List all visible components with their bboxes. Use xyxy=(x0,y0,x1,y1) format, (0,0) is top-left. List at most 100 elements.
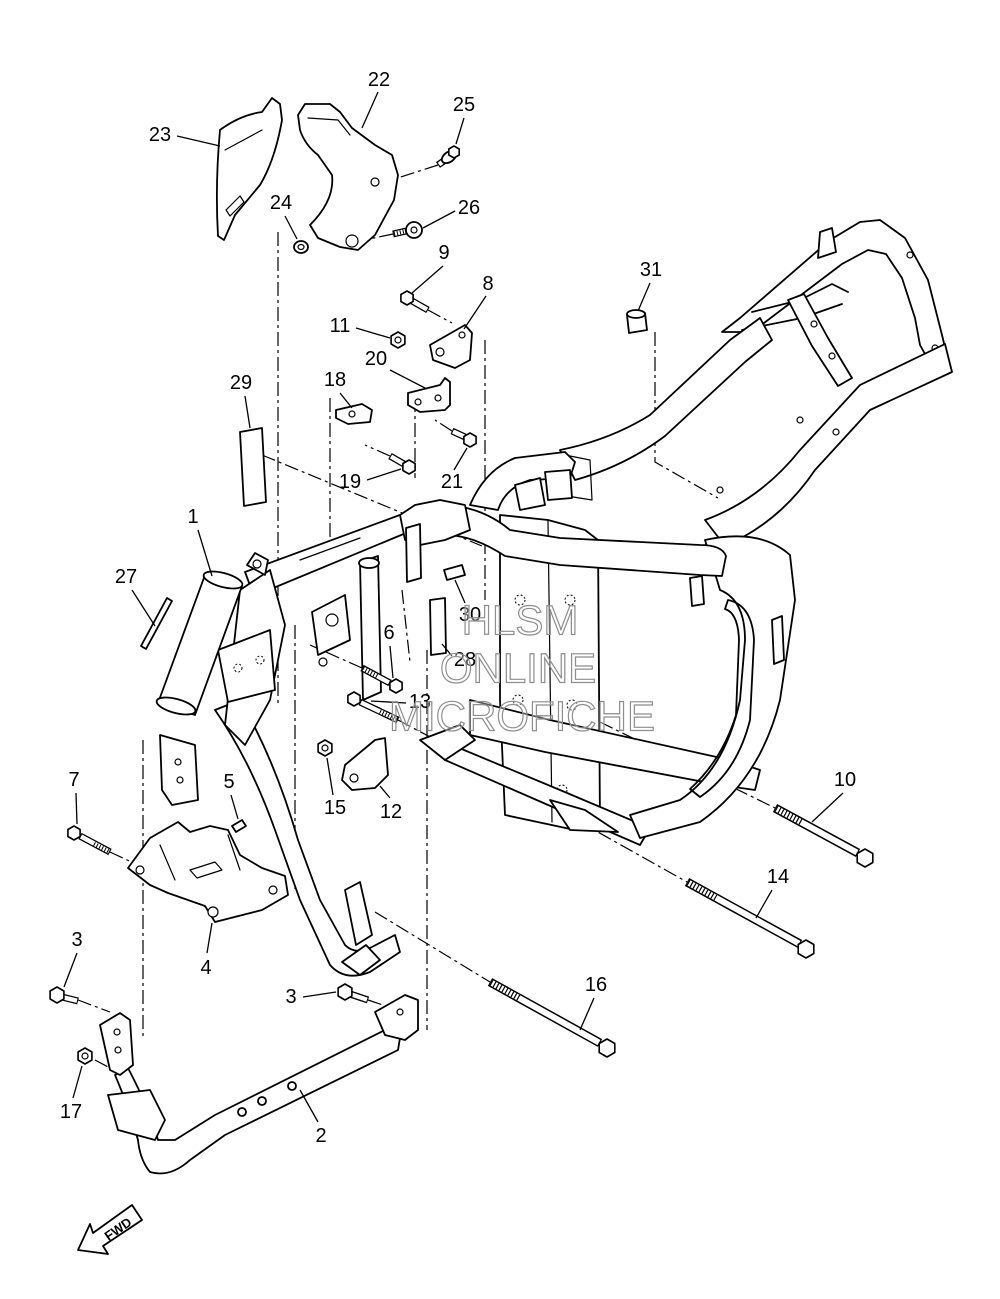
callout-13: 13 xyxy=(409,691,431,713)
callout-14: 14 xyxy=(767,866,789,888)
leader-line xyxy=(63,952,78,988)
bolt-head xyxy=(402,459,416,475)
leader-line xyxy=(366,468,402,481)
leader-line xyxy=(339,392,353,409)
part-26-bolt xyxy=(392,221,423,239)
callout-27: 27 xyxy=(115,566,137,588)
part-17-nut xyxy=(77,1047,93,1065)
leader-line xyxy=(131,589,156,627)
leader-line xyxy=(244,395,251,429)
leader-line xyxy=(637,282,651,312)
callout-11: 11 xyxy=(330,315,351,337)
leader-line xyxy=(811,792,844,823)
forward-arrow-icon: FWD xyxy=(77,1204,143,1255)
leader-line xyxy=(326,757,334,796)
leader-line xyxy=(441,643,453,657)
part-13-bolt xyxy=(347,691,400,724)
callout-19: 19 xyxy=(339,471,361,493)
callout-30: 30 xyxy=(459,604,481,626)
part-11-nut xyxy=(390,331,406,349)
leader-line xyxy=(463,295,487,330)
callout-29: 29 xyxy=(230,372,252,394)
watermark-line-1: HLSM xyxy=(462,597,579,644)
part-24-collar xyxy=(293,240,309,254)
part-25-bolt xyxy=(435,145,461,168)
callout-12: 12 xyxy=(380,801,402,823)
assembly-line xyxy=(599,721,776,809)
part-15-nut xyxy=(317,739,333,757)
leader-line xyxy=(389,645,394,679)
steering-head-frame xyxy=(155,552,401,977)
part-8-bracket xyxy=(429,324,473,369)
leader-line xyxy=(75,792,78,825)
part-12-bracket xyxy=(341,737,389,791)
part-5-spacer xyxy=(231,819,247,833)
part-29-label-plate xyxy=(239,427,267,507)
callout-28: 28 xyxy=(454,649,476,671)
leader-line xyxy=(755,889,773,919)
leader-line xyxy=(411,265,444,294)
assembly-line xyxy=(309,644,363,669)
callout-25: 25 xyxy=(453,94,475,116)
bolt-head xyxy=(447,145,461,159)
bolt-head xyxy=(67,825,81,841)
part-22-side-cover-right xyxy=(297,103,399,251)
callout-24: 24 xyxy=(270,192,292,214)
callout-3-center: 3 xyxy=(285,986,296,1008)
callout-22: 22 xyxy=(368,69,390,91)
leader-line xyxy=(355,327,391,339)
callout-10: 10 xyxy=(834,769,856,791)
part-9-bolt xyxy=(400,290,430,314)
assembly-line xyxy=(367,999,393,1009)
callout-6: 6 xyxy=(383,622,394,644)
cross-member xyxy=(419,699,761,846)
bolt-head xyxy=(49,986,65,1004)
rear-fender-loop xyxy=(721,219,949,387)
callout-20: 20 xyxy=(365,348,387,370)
bolt-head xyxy=(598,1038,616,1058)
callout-23: 23 xyxy=(149,124,171,146)
leader-line xyxy=(284,215,298,240)
leader-line xyxy=(176,135,221,147)
assembly-line xyxy=(374,911,491,983)
watermark-line-3: MICROFICHE xyxy=(389,693,655,740)
callout-5: 5 xyxy=(223,771,234,793)
rear-down-section xyxy=(629,535,796,839)
callout-31: 31 xyxy=(640,259,662,281)
leader-line xyxy=(299,1089,319,1123)
bolt-head xyxy=(797,939,815,959)
leader-line xyxy=(230,794,239,820)
assembly-line xyxy=(434,419,453,432)
bolt-head xyxy=(400,290,414,306)
leader-line xyxy=(454,579,466,604)
callout-labels: 22 23 25 24 26 9 8 31 11 20 18 29 19 21 … xyxy=(60,69,856,1147)
assembly-line xyxy=(364,444,391,457)
part-3-bolt-center xyxy=(337,983,370,1004)
callout-3-left: 3 xyxy=(71,929,82,951)
part-18-clamp xyxy=(335,403,373,425)
part-27-strip xyxy=(140,597,173,650)
part-14-long-bolt xyxy=(684,878,815,959)
assembly-line xyxy=(397,719,433,739)
assembly-line xyxy=(261,454,483,547)
leader-line xyxy=(361,91,379,129)
bolt-head xyxy=(389,678,403,694)
callout-9: 9 xyxy=(438,242,449,264)
part-2-front-cradle xyxy=(99,994,419,1175)
leader-line xyxy=(422,210,456,229)
part-28-strip xyxy=(429,597,447,656)
assembly-line xyxy=(77,999,111,1013)
part-31-collar xyxy=(626,309,648,334)
part-4-engine-bracket xyxy=(127,821,289,923)
callout-4: 4 xyxy=(200,957,211,979)
leader-line xyxy=(72,1065,83,1099)
part-7-bolt xyxy=(67,825,112,856)
part-10-long-bolt xyxy=(772,804,874,868)
callout-8: 8 xyxy=(482,273,493,295)
watermark-line-2: ONLINE xyxy=(440,645,596,692)
watermark: HLSM ONLINE MICROFICHE xyxy=(388,596,655,740)
leader-line xyxy=(453,447,468,471)
callout-15: 15 xyxy=(324,797,346,819)
bolt-head xyxy=(463,432,477,448)
